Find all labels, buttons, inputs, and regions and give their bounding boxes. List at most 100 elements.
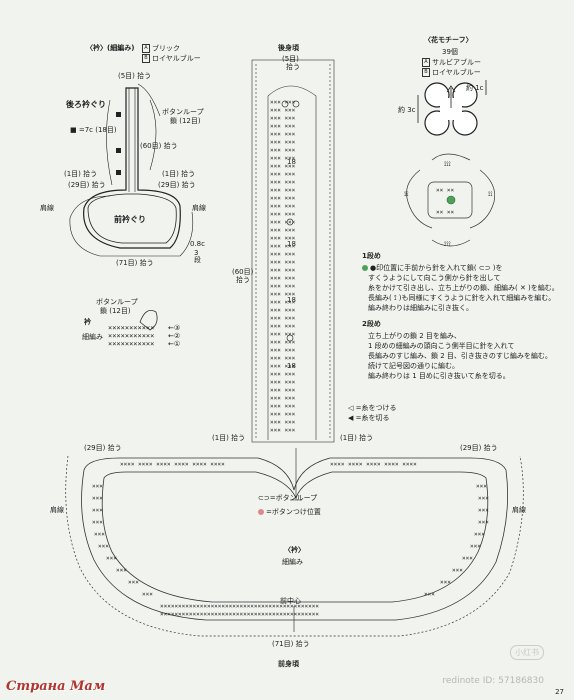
- svg-text:××× ×××: ××× ×××: [270, 403, 296, 410]
- n18c: 18: [287, 296, 296, 304]
- main-collar-oval: [65, 455, 524, 637]
- motif-a-label: サルビアブルー: [432, 58, 481, 67]
- front-center-label: 前中心: [280, 597, 301, 605]
- pick-29d: (29目) 拾う: [460, 444, 498, 452]
- svg-text:⟟⟟⟟: ⟟⟟⟟: [444, 241, 451, 248]
- legend-loop-text: =ボタンループ: [269, 494, 318, 502]
- svg-text:××× ×××: ××× ×××: [270, 427, 296, 434]
- svg-text:××× ×××: ××× ×××: [270, 163, 296, 170]
- flower-motif: [424, 82, 478, 136]
- svg-text:××× ×××: ××× ×××: [270, 339, 296, 346]
- svg-text:×××: ×××: [92, 519, 103, 526]
- pick-1a-label: (1目) 拾う: [64, 170, 98, 178]
- watermark-badge: 小红书: [510, 645, 544, 660]
- loop-symbol-icon: ⊂⊃: [258, 494, 270, 502]
- row2-line-3: 続けて記号図の通りに編む。: [368, 362, 459, 370]
- pick-29b-label: (29目) 拾う: [158, 181, 196, 189]
- chain-12-label: 鎖 (12目): [170, 117, 201, 125]
- pink-dot-icon: [258, 509, 264, 515]
- x-row-1: ×××××××××××: [108, 340, 155, 348]
- svg-text:××× ×××: ××× ×××: [270, 131, 296, 138]
- collar-stitches: ××××××××× ××××××××× ××××××××× ××× ××××××…: [92, 461, 489, 618]
- pick-1d: (1目) 拾う: [340, 434, 374, 442]
- svg-text:××× ×××: ××× ×××: [270, 211, 296, 218]
- legend-attach: ◁ =糸をつける: [348, 404, 397, 412]
- pick-60-label: (60目) 拾う: [140, 142, 178, 150]
- row1-line-1: すくうようにして向こう側から針を出して: [368, 274, 501, 282]
- svg-text:××× ×××: ××× ×××: [270, 283, 296, 290]
- svg-text:××× ×××: ××× ×××: [270, 419, 296, 426]
- motif-b-label: ロイヤルブルー: [432, 68, 481, 77]
- svg-text:×××× ×××× ×××× ×××× ×××× ××××: ×××× ×××× ×××× ×××× ×××× ××××: [120, 461, 225, 468]
- svg-text:××× ×××: ××× ×××: [270, 195, 296, 202]
- svg-text:×××: ×××: [116, 567, 127, 574]
- page-number: 27: [555, 688, 564, 696]
- svg-text:××× ×××: ××× ×××: [270, 179, 296, 186]
- shoulder-l2: 肩線: [50, 506, 64, 514]
- back-body-band: [251, 59, 335, 443]
- back-neck-label: 後ろ衿ぐり: [66, 100, 106, 109]
- svg-text:××× ×××: ××× ×××: [270, 395, 296, 402]
- row1-title: 1段め: [362, 252, 381, 260]
- pick-71-label: (71目) 拾う: [116, 259, 154, 267]
- svg-text:××× ×××: ××× ×××: [270, 331, 296, 338]
- legend-button: =ボタンつけ位置: [258, 508, 321, 516]
- pick-71b: (71目) 拾う: [272, 640, 310, 648]
- eq-7c-label: ■ =7c (18目): [70, 126, 117, 134]
- svg-text:×× ××: ×× ××: [436, 187, 454, 194]
- svg-text:××× ×××: ××× ×××: [270, 275, 296, 282]
- row2-line-4: 編み終わりは 1 目めに引き抜いて糸を切る。: [368, 372, 510, 380]
- pick-29c: (29目) 拾う: [84, 444, 122, 452]
- svg-text:××× ×××: ××× ×××: [270, 323, 296, 330]
- pick-1c: (1目) 拾う: [212, 434, 246, 442]
- svg-text:⟟⟟: ⟟⟟: [404, 191, 408, 198]
- svg-text:××× ×××: ××× ×××: [270, 219, 296, 226]
- svg-text:××× ×××: ××× ×××: [270, 171, 296, 178]
- svg-text:×××: ×××: [478, 495, 489, 502]
- svg-text:××× ×××: ××× ×××: [270, 115, 296, 122]
- x-row-3: ×××××××××××: [108, 324, 155, 332]
- svg-text:×××: ×××: [476, 483, 487, 490]
- svg-text:××× ×××: ××× ×××: [270, 227, 296, 234]
- row1-line-3: 長編み( ⟟ )も同様にすくうように針を入れて細編みを編む。: [368, 294, 556, 302]
- svg-text:××× ×××: ××× ×××: [270, 123, 296, 130]
- redinote-id: redinote ID: 57186830: [442, 676, 544, 686]
- motif-chart: [406, 153, 496, 247]
- svg-text:××× ×××: ××× ×××: [270, 235, 296, 242]
- row1-line-2: 糸をかけて引き出し、立ち上がりの鎖、細編み( ✕ )を編む。: [368, 284, 559, 292]
- svg-text:××× ×××: ××× ×××: [270, 371, 296, 378]
- front-neck-label: 前衿ぐり: [114, 215, 146, 224]
- box-b-icon: B: [142, 54, 150, 63]
- svg-text:××××××××××××××××××××××××××××××: ××××××××××××××××××××××××××××××××××××××××…: [160, 603, 319, 610]
- svg-text:××× ×××: ××× ×××: [270, 251, 296, 258]
- svg-text:×××: ×××: [92, 495, 103, 502]
- n18b: 18: [287, 240, 296, 248]
- svg-text:××× ×××: ××× ×××: [270, 155, 296, 162]
- row1-line-4: 編み終わりは細編みに引き抜く。: [368, 304, 473, 312]
- svg-text:⟟⟟: ⟟⟟: [488, 191, 492, 198]
- svg-text:×××: ×××: [106, 555, 117, 562]
- svg-text:××× ×××: ××× ×××: [270, 99, 296, 106]
- svg-text:××× ×××: ××× ×××: [270, 379, 296, 386]
- bb-pick5b: 拾う: [286, 63, 300, 71]
- box-b2-icon: B: [422, 68, 430, 77]
- svg-text:×××: ×××: [462, 555, 473, 562]
- svg-text:××× ×××: ××× ×××: [270, 315, 296, 322]
- row2-line-0: 立ち上がりの鎖 2 目を編み、: [368, 332, 461, 340]
- svg-text:×××: ×××: [142, 591, 153, 598]
- shoulder-r2: 肩線: [512, 506, 526, 514]
- dim-08-label: 0.8c: [190, 240, 205, 248]
- n60b: 拾う: [236, 276, 250, 284]
- svg-text:××× ×××: ××× ×××: [270, 387, 296, 394]
- svg-text:××× ×××: ××× ×××: [270, 355, 296, 362]
- mark-1: ←①: [168, 340, 181, 348]
- loop-label: ボタンループ: [96, 298, 138, 306]
- svg-text:×× ××: ×× ××: [436, 209, 454, 216]
- front-body-title: 前身頃: [278, 660, 299, 668]
- button-loop-label: ボタンループ: [162, 108, 204, 116]
- back-body-title: 後身頃: [278, 44, 299, 52]
- svg-text:×××: ×××: [478, 507, 489, 514]
